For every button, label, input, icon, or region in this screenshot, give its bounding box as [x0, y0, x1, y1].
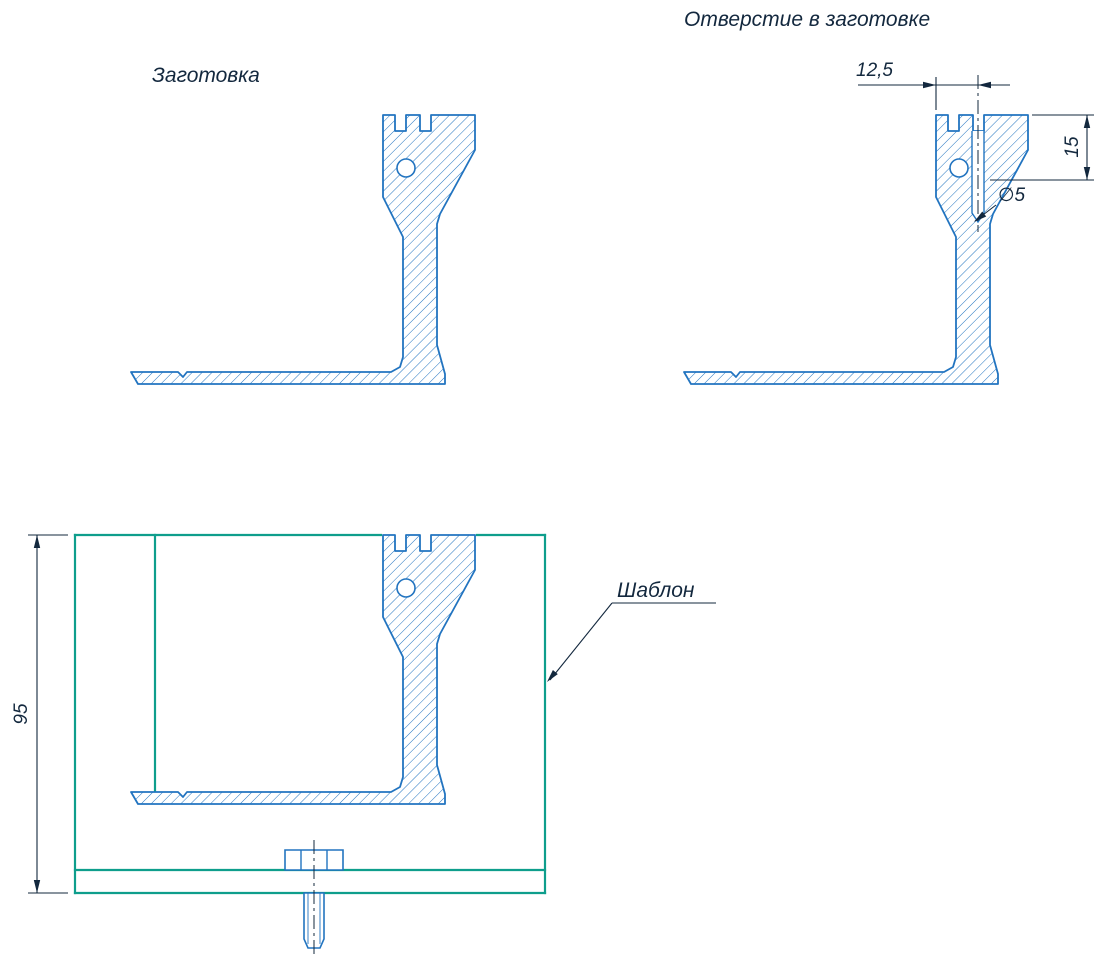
dim-hole-offset-value: 12,5	[856, 60, 893, 81]
dim-hole-depth: 15	[990, 114, 1094, 181]
dim-arrow	[1083, 167, 1091, 180]
dim-arrow	[923, 81, 936, 89]
dim-template-height-value: 95	[11, 703, 32, 725]
template-callout-label: Шаблон	[617, 579, 695, 602]
hole-view: Отверстие в заготовке 12,5 15 ∅5	[683, 8, 1094, 385]
dim-hole-depth-value: 15	[1062, 136, 1083, 158]
template-view: 95 Шаблон	[11, 533, 716, 958]
dim-arrow	[547, 669, 558, 682]
dim-template-height: 95	[11, 534, 68, 894]
dim-arrow	[974, 211, 987, 222]
dim-arrow	[1083, 115, 1091, 128]
workpiece-profile	[130, 114, 476, 385]
dim-arrow	[978, 81, 991, 89]
drilled-hole-sides	[971, 131, 985, 224]
hole-diameter-value: ∅5	[998, 185, 1026, 206]
dim-hole-offset: 12,5	[856, 60, 1010, 110]
template-outline	[73, 533, 547, 895]
leader-line	[549, 602, 613, 681]
workpiece-view: Заготовка	[130, 64, 476, 385]
clamp-bolt	[284, 840, 344, 958]
workpiece-profile	[130, 534, 476, 805]
dim-arrow	[33, 880, 41, 893]
hole-view-title: Отверстие в заготовке	[684, 8, 930, 31]
dim-hole-diameter: ∅5	[974, 185, 1026, 222]
dim-arrow	[33, 535, 41, 548]
template-callout: Шаблон	[547, 579, 716, 682]
workpiece-title: Заготовка	[152, 64, 260, 87]
